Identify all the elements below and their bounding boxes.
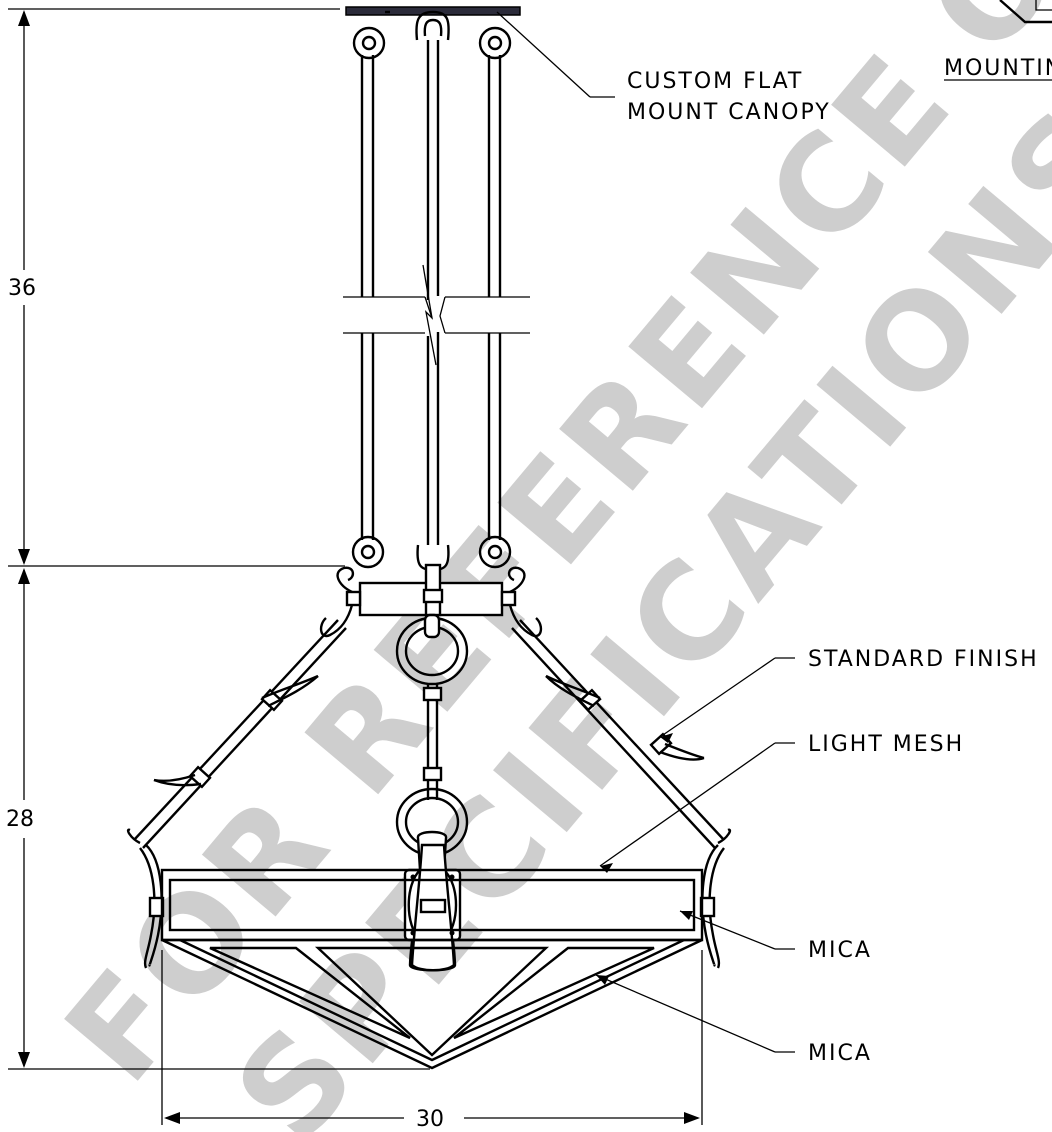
dimension-body-height: 28 — [6, 565, 430, 1070]
mica-lower-label: MICA — [808, 1041, 872, 1066]
mounting-label: MOUNTIN — [944, 56, 1052, 81]
top-hub — [319, 563, 543, 638]
dimension-30-label: 30 — [416, 1107, 444, 1132]
shade-body — [160, 868, 704, 1070]
right-arm — [511, 619, 732, 849]
light-mesh-label: LIGHT MESH — [808, 732, 964, 757]
right-side-hook — [699, 844, 725, 969]
canopy-label-line-2: MOUNT CANOPY — [627, 100, 831, 125]
mounting-detail-fragment — [999, 0, 1052, 24]
labels: CUSTOM FLAT MOUNT CANOPY MOUNTIN STANDAR… — [627, 56, 1052, 1066]
dimension-28-label: 28 — [6, 807, 34, 832]
dimension-width: 30 — [161, 950, 703, 1132]
canopy-label-line-1: CUSTOM FLAT — [627, 69, 803, 94]
dimension-36-label: 36 — [8, 276, 36, 301]
chain-rods — [343, 10, 530, 572]
dimension-chain-length: 36 — [8, 8, 340, 565]
callout-leaders — [496, 11, 795, 1053]
left-arm — [126, 619, 347, 849]
standard-finish-label: STANDARD FINISH — [808, 647, 1039, 672]
mica-upper-label: MICA — [808, 938, 872, 963]
